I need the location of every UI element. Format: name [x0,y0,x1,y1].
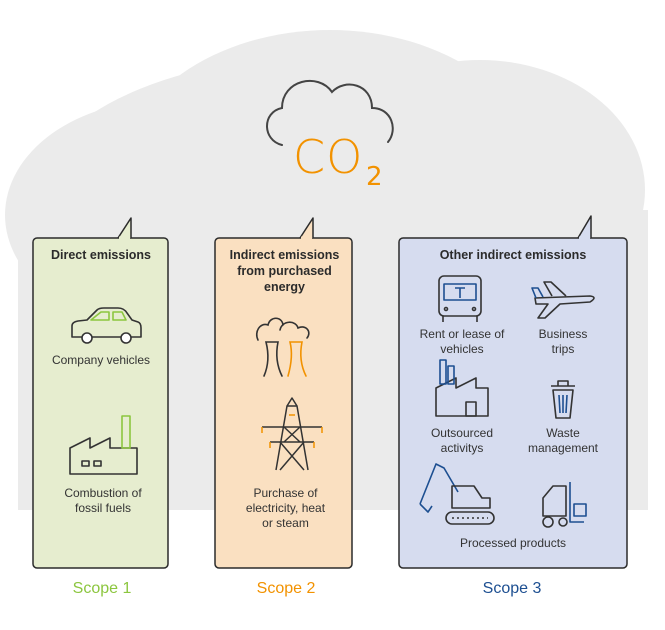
outsourced-factory-icon [435,359,489,417]
scope3-label: Scope 3 [482,580,542,597]
airplane-icon [531,281,595,319]
power-plant-icon [255,317,310,377]
fossil-fuels-label: Combustion of fossil fuels [64,486,142,515]
rent-lease-label: Rent or lease of vehicles [419,327,505,356]
scope2-title: Indirect emissions from purchased energy [229,248,340,294]
co2-label: CO [293,130,364,184]
scope3-panel [398,215,628,569]
business-trips-label: Business trips [538,327,588,356]
company-vehicles-label: Company vehicles [51,353,151,367]
forklift-icon [542,482,587,528]
small-cloud-icon [266,79,394,146]
scope2-label: Scope 2 [256,580,316,597]
co2-subscript: 2 [366,162,383,192]
purchase-energy-label: Purchase of electricity, heat or steam [245,486,326,530]
bus-icon [438,275,482,322]
excavator-icon [419,463,495,525]
factory-icon [69,415,138,475]
processed-products-label: Processed products [459,536,567,550]
scope1-label: Scope 1 [72,580,132,597]
scope1-title: Direct emissions [50,248,152,262]
trash-can-icon [551,380,575,419]
scope2-panel [214,217,353,569]
car-icon [71,307,142,344]
scope3-title: Other indirect emissions [439,248,587,262]
waste-management-label: Waste management [527,426,599,455]
outsourced-activities-label: Outsourced activitys [430,426,494,455]
pylon-icon [261,397,323,471]
